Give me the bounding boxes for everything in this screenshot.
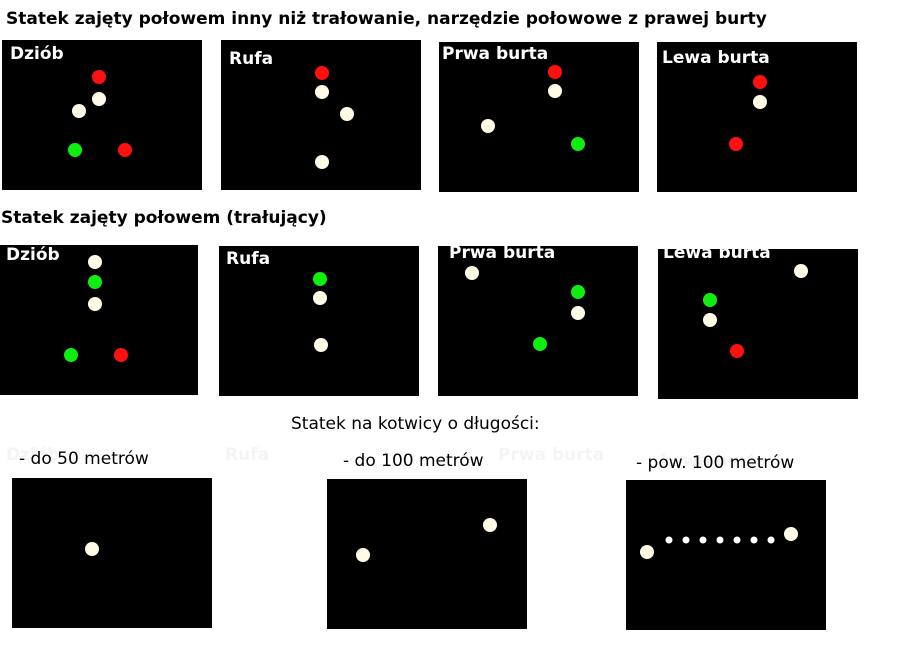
anchor-caption-100: - do 100 metrów xyxy=(343,451,484,471)
section3-title: Statek na kotwicy o długości: xyxy=(291,414,540,434)
panel-trawling-bow: Dziób xyxy=(0,245,198,395)
ghost-label: Prwa burta xyxy=(498,445,605,465)
ghost-label: Lewa burta xyxy=(660,451,768,471)
panel-label: Rufa xyxy=(229,49,274,69)
red-light xyxy=(92,70,106,84)
anchor-caption-over-100: - pow. 100 metrów xyxy=(636,453,795,473)
green-light xyxy=(68,143,82,157)
red-light xyxy=(118,143,132,157)
deck-light xyxy=(682,536,690,544)
white-light xyxy=(571,306,585,320)
panel-anchor-up-to-100 xyxy=(327,479,527,629)
ghost-label: Dziób xyxy=(6,445,60,465)
white-light xyxy=(640,545,654,559)
panel-trawling-stern: Rufa xyxy=(219,246,419,396)
white-light xyxy=(548,84,562,98)
section1-title: Statek zajęty połowem inny niż trałowani… xyxy=(6,9,767,29)
panel-label: Lewa burta xyxy=(662,48,770,68)
green-light xyxy=(533,337,547,351)
deck-light xyxy=(733,536,741,544)
white-light xyxy=(481,119,495,133)
red-light xyxy=(730,344,744,358)
section2-title: Statek zajęty połowem (trałujący) xyxy=(1,208,327,228)
white-light xyxy=(315,155,329,169)
white-light xyxy=(314,338,328,352)
white-light xyxy=(465,266,479,280)
deck-light xyxy=(767,536,775,544)
deck-light xyxy=(750,536,758,544)
white-light xyxy=(85,542,99,556)
white-light xyxy=(753,95,767,109)
red-light xyxy=(753,75,767,89)
green-light xyxy=(64,348,78,362)
green-light xyxy=(571,137,585,151)
panel-fishing-starboard: Prwa burta xyxy=(439,42,639,192)
white-light xyxy=(92,92,106,106)
deck-light xyxy=(699,536,707,544)
panel-label: Dziób xyxy=(10,44,64,64)
green-light xyxy=(313,272,327,286)
white-light xyxy=(703,313,717,327)
panel-fishing-port: Lewa burta xyxy=(657,42,857,192)
deck-light xyxy=(665,536,673,544)
panel-label: Lewa burta xyxy=(663,243,771,263)
panel-anchor-up-to-50 xyxy=(12,478,212,628)
green-light xyxy=(571,285,585,299)
panel-trawling-port: Lewa burta xyxy=(658,243,858,399)
green-light xyxy=(703,293,717,307)
panel-fishing-bow: Dziób xyxy=(2,40,202,190)
white-light xyxy=(483,518,497,532)
panel-anchor-over-100 xyxy=(626,480,826,630)
panel-label: Prwa burta xyxy=(449,243,556,263)
red-light xyxy=(729,137,743,151)
panel-label: Prwa burta xyxy=(442,44,549,64)
red-light xyxy=(315,66,329,80)
panel-label: Rufa xyxy=(226,249,271,269)
white-light xyxy=(72,104,86,118)
white-light xyxy=(784,527,798,541)
panel-trawling-starboard: Prwa burta xyxy=(438,243,638,396)
ghost-label: Rufa xyxy=(225,445,270,465)
green-light xyxy=(88,275,102,289)
white-light xyxy=(794,264,808,278)
red-light xyxy=(114,348,128,362)
red-light xyxy=(548,65,562,79)
white-light xyxy=(356,548,370,562)
white-light xyxy=(88,297,102,311)
white-light xyxy=(88,255,102,269)
panel-fishing-stern: Rufa xyxy=(221,40,421,190)
white-light xyxy=(313,291,327,305)
deck-light xyxy=(716,536,724,544)
panel-label: Dziób xyxy=(6,245,60,265)
anchor-caption-50: - do 50 metrów xyxy=(19,449,149,469)
white-light xyxy=(315,85,329,99)
white-light xyxy=(340,107,354,121)
